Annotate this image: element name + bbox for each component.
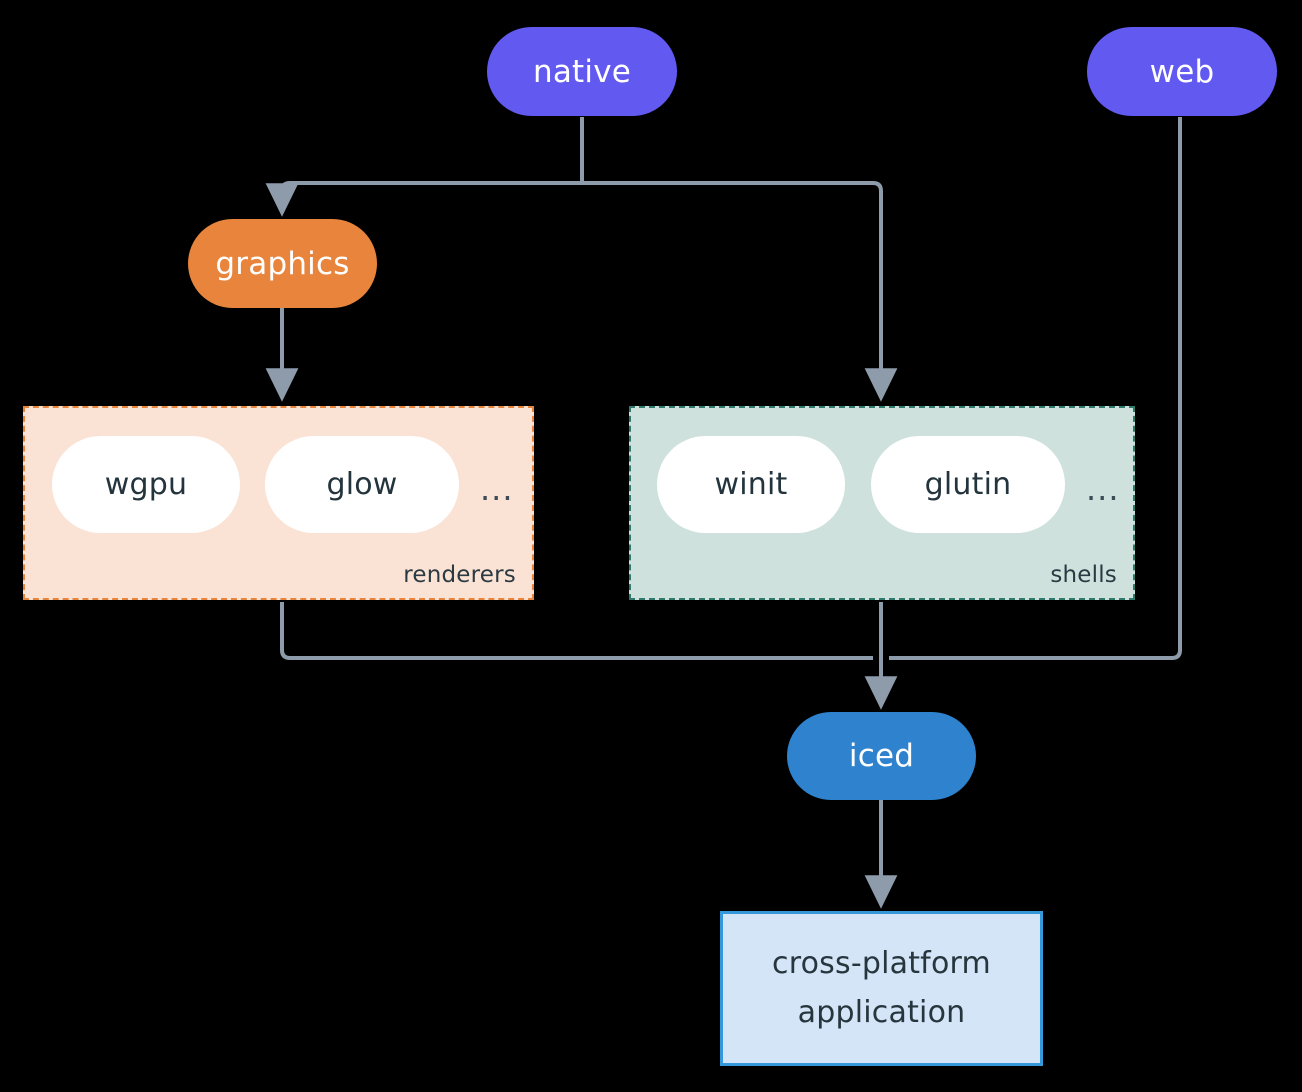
group-shells-label: shells	[1050, 562, 1117, 588]
edge-renderers-to-iced	[280, 602, 873, 660]
sub-node-winit[interactable]: winit	[657, 436, 845, 533]
sub-node-wgpu[interactable]: wgpu	[52, 436, 240, 533]
sub-node-glow[interactable]: glow	[265, 436, 459, 533]
edge-native-to-shells	[582, 181, 898, 402]
node-graphics-label: graphics	[215, 245, 350, 282]
node-iced-label: iced	[848, 738, 915, 774]
node-native[interactable]: native	[487, 27, 677, 116]
node-graphics[interactable]: graphics	[188, 219, 377, 308]
app-label-line1: cross-platform	[772, 945, 991, 981]
node-web-label: web	[1149, 53, 1215, 90]
shells-ellipsis: ...	[1086, 470, 1120, 508]
node-web[interactable]: web	[1087, 27, 1277, 116]
renderers-ellipsis: ...	[480, 470, 514, 508]
group-renderers: wgpu glow ... renderers	[23, 406, 534, 600]
sub-node-wgpu-label: wgpu	[104, 467, 188, 502]
edge-native-to-graphics	[265, 181, 582, 217]
app-label-line2: application	[797, 994, 966, 1030]
node-cross-platform-application[interactable]: cross-platform application	[720, 911, 1043, 1066]
sub-node-winit-label: winit	[714, 467, 788, 502]
sub-node-glow-label: glow	[326, 467, 398, 502]
sub-node-glutin[interactable]: glutin	[871, 436, 1065, 533]
group-shells: winit glutin ... shells	[629, 406, 1135, 600]
group-renderers-label: renderers	[403, 562, 516, 588]
node-iced[interactable]: iced	[787, 712, 976, 800]
node-native-label: native	[532, 53, 632, 90]
sub-node-glutin-label: glutin	[924, 467, 1012, 502]
